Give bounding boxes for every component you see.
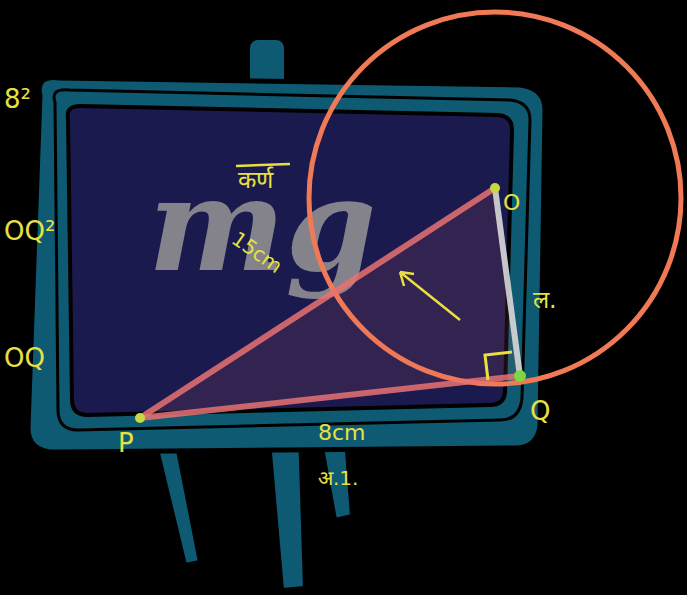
perpendicular-line	[495, 188, 520, 376]
vertex-dot	[514, 370, 526, 382]
hypotenuse-label: कर्ण	[238, 168, 273, 192]
dimension-label: 8cm	[318, 422, 366, 444]
pointer-arrow	[400, 272, 460, 320]
margin-note: OQ²	[4, 218, 55, 244]
base-note: अ.1.	[318, 468, 358, 488]
triangle-fill	[140, 188, 520, 418]
board-frame-inner-line	[54, 90, 530, 430]
base-line	[140, 376, 520, 418]
stand-leg	[268, 430, 305, 590]
perpendicular-note: ल.	[533, 288, 557, 312]
overline	[236, 164, 290, 166]
right-angle-mark	[485, 352, 512, 380]
board-frame	[28, 78, 545, 452]
vertex-label: O	[503, 192, 520, 214]
vertex-dot	[135, 413, 145, 423]
vertex-label: P	[118, 430, 134, 456]
margin-note: 8²	[4, 86, 31, 112]
margin-note: OQ	[4, 345, 45, 371]
vertex-label: Q	[530, 398, 550, 424]
vertex-dot	[490, 183, 500, 193]
